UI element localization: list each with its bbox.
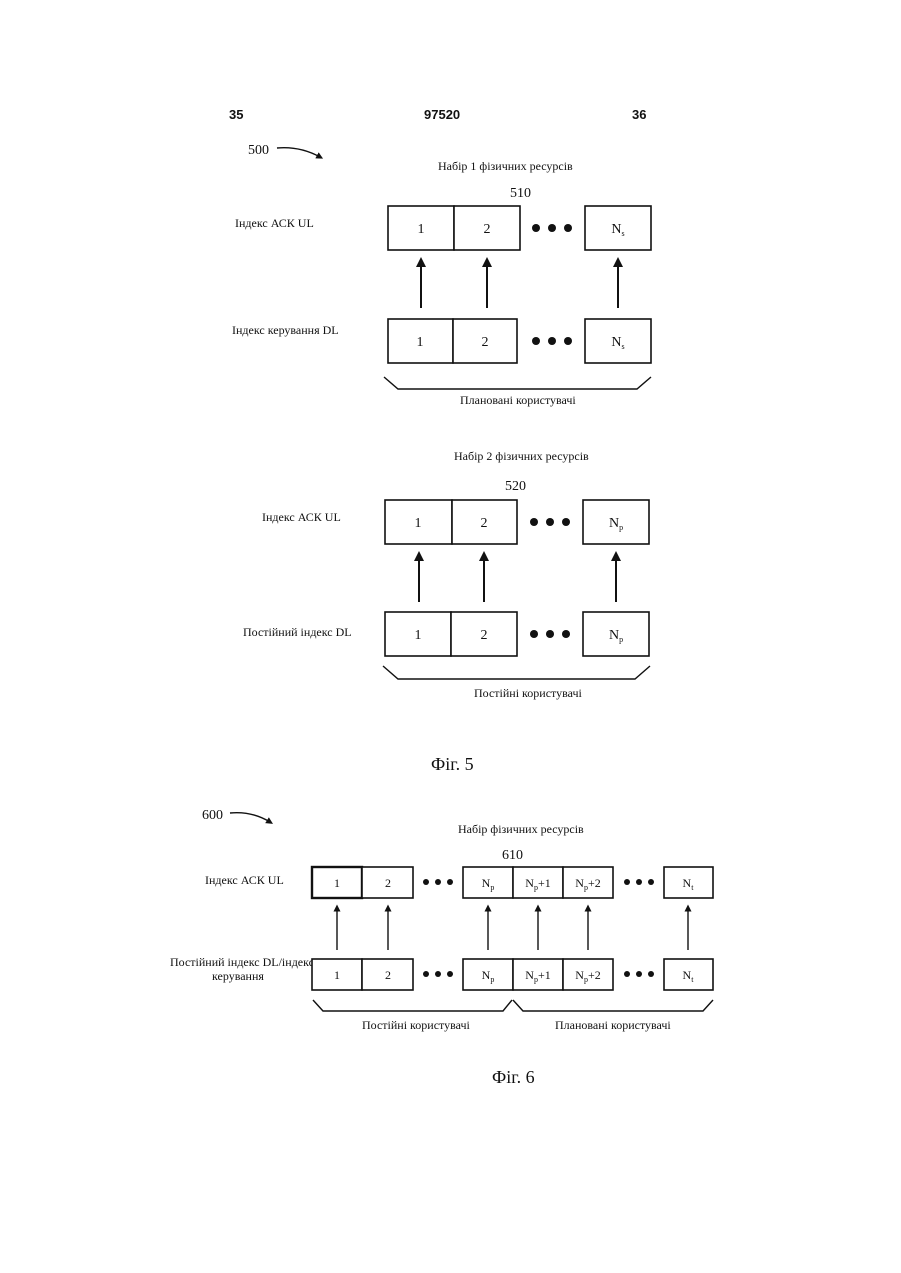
set2-dl-cell-2-label: 2 xyxy=(481,628,488,643)
set1-dl-label: Індекс керування DL xyxy=(232,323,339,337)
ellipsis-dot xyxy=(530,630,538,638)
ellipsis-dot xyxy=(562,630,570,638)
set1-ul-cell-2-label: 2 xyxy=(484,222,491,237)
fig6-dl-cell-1-label: 1 xyxy=(334,968,340,982)
ellipsis-dot xyxy=(648,879,654,885)
set2-brace-label: Постійні користувачі xyxy=(474,686,582,700)
ellipsis-dot xyxy=(532,224,540,232)
set2-ul-cell-1-label: 1 xyxy=(415,516,422,531)
patent-number: 97520 xyxy=(424,107,460,122)
fig6-ul-cell-np2-label: Np+2 xyxy=(575,876,600,892)
ellipsis-dot xyxy=(564,224,572,232)
fig6-dl-cell-np2-label: Np+2 xyxy=(575,968,600,984)
ellipsis-dot xyxy=(423,971,429,977)
figure-5: 500 Набір 1 фізичних ресурсів 510 Індекс… xyxy=(232,143,651,774)
ellipsis-dot xyxy=(447,971,453,977)
ellipsis-dot xyxy=(447,879,453,885)
fig6-dl-cell-np1-label: Np+1 xyxy=(525,968,550,984)
ellipsis-dot xyxy=(548,337,556,345)
fig5-reference-arrow xyxy=(277,148,320,157)
ellipsis-dot xyxy=(435,971,441,977)
ellipsis-dot xyxy=(435,879,441,885)
fig6-dl-label-line1: Постійний індекс DL/індекс xyxy=(170,955,314,969)
ellipsis-dot xyxy=(636,971,642,977)
set2-ul-cell-2-label: 2 xyxy=(481,516,488,531)
set1-dl-cell-2-label: 2 xyxy=(482,335,489,350)
ellipsis-dot xyxy=(546,630,554,638)
fig6-dl-cell-2-label: 2 xyxy=(385,968,391,982)
ellipsis-dot xyxy=(546,518,554,526)
set1-dl-cell-1-label: 1 xyxy=(417,335,424,350)
fig6-brace-right xyxy=(513,1000,713,1011)
fig6-ul-cell-1-label: 1 xyxy=(334,876,340,890)
fig6-brace-left xyxy=(313,1000,512,1011)
fig5-reference: 500 xyxy=(248,143,269,158)
fig6-reference-arrow xyxy=(230,813,270,822)
ellipsis-dot xyxy=(624,971,630,977)
page-number-left: 35 xyxy=(229,107,243,122)
ellipsis-dot xyxy=(564,337,572,345)
fig5-set2: Набір 2 фізичних ресурсів 520 Індекс АСК… xyxy=(243,449,650,700)
set1-reference: 510 xyxy=(510,186,531,201)
set1-title: Набір 1 фізичних ресурсів xyxy=(438,159,573,173)
fig6-set-reference: 610 xyxy=(502,848,523,863)
ellipsis-dot xyxy=(636,879,642,885)
fig5-set1: Набір 1 фізичних ресурсів 510 Індекс АСК… xyxy=(232,159,651,407)
fig6-caption: Фіг. 6 xyxy=(492,1067,535,1087)
ellipsis-dot xyxy=(548,224,556,232)
set1-brace-label: Плановані користувачі xyxy=(460,393,576,407)
fig6-reference: 600 xyxy=(202,808,223,823)
page-number-right: 36 xyxy=(632,107,646,122)
ellipsis-dot xyxy=(530,518,538,526)
set1-brace xyxy=(384,377,651,389)
ellipsis-dot xyxy=(562,518,570,526)
ellipsis-dot xyxy=(648,971,654,977)
ellipsis-dot xyxy=(624,879,630,885)
set2-dl-cell-1-label: 1 xyxy=(415,628,422,643)
fig6-ul-cell-2-label: 2 xyxy=(385,876,391,890)
set2-dl-label: Постійний індекс DL xyxy=(243,625,352,639)
fig6-dl-label-line2: керування xyxy=(212,969,264,983)
set2-brace xyxy=(383,666,650,679)
fig5-caption: Фіг. 5 xyxy=(431,754,474,774)
fig6-ul-cell-np1-label: Np+1 xyxy=(525,876,550,892)
fig6-title: Набір фізичних ресурсів xyxy=(458,822,584,836)
set2-reference: 520 xyxy=(505,479,526,494)
ellipsis-dot xyxy=(423,879,429,885)
set1-ul-cell-1-label: 1 xyxy=(418,222,425,237)
figure-6: 600 Набір фізичних ресурсів 610 Індекс А… xyxy=(170,808,713,1087)
set1-ul-label: Індекс АСК UL xyxy=(235,216,314,230)
set2-ul-label: Індекс АСК UL xyxy=(262,510,341,524)
fig6-brace-left-label: Постійні користувачі xyxy=(362,1018,470,1032)
set2-title: Набір 2 фізичних ресурсів xyxy=(454,449,589,463)
fig6-ul-label: Індекс АСК UL xyxy=(205,873,284,887)
fig6-brace-right-label: Плановані користувачі xyxy=(555,1018,671,1032)
ellipsis-dot xyxy=(532,337,540,345)
